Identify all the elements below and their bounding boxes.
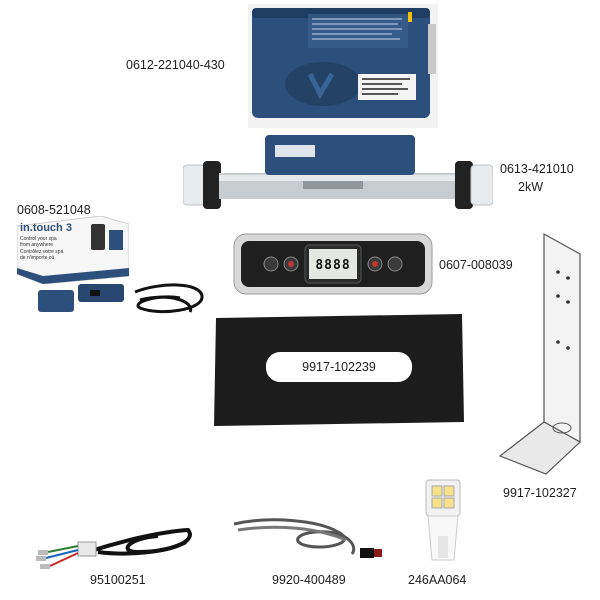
wifi-kit-box: in.touch 3 Control your spa from anywher… bbox=[17, 216, 129, 284]
wifi-kit-box-text-4: de n'importe où bbox=[20, 255, 55, 261]
keypad-image: 8888 bbox=[233, 233, 433, 295]
wifi-kit-part-number: 0608-521048 bbox=[17, 203, 91, 217]
bracket-image bbox=[496, 232, 588, 480]
wifi-kit-box-text-1: Control your spa bbox=[20, 236, 57, 242]
gasket-part-number: 9917-102239 bbox=[302, 360, 376, 374]
wifi-module-image bbox=[30, 272, 210, 322]
wifi-kit-box-text-3: Contrôlez votre spa bbox=[20, 249, 64, 255]
cable-b-image bbox=[228, 510, 388, 570]
wifi-kit-product-name: in.touch 3 bbox=[20, 222, 72, 234]
cable-a-image bbox=[18, 512, 198, 574]
wifi-kit-box-text-2: from anywhere bbox=[20, 242, 54, 248]
bracket-part-number: 9917-102327 bbox=[503, 486, 577, 500]
gasket-image: 9917-102239 bbox=[212, 312, 466, 428]
keypad-display: 8888 bbox=[315, 258, 351, 273]
led-bulb-part-number: 246AA064 bbox=[408, 573, 467, 587]
keypad-part-number: 0607-008039 bbox=[439, 258, 513, 272]
cable-b-part-number: 9920-400489 bbox=[272, 573, 346, 587]
cable-a-part-number: 95100251 bbox=[90, 573, 146, 587]
heater-image bbox=[183, 133, 493, 223]
heater-rating: 2kW bbox=[518, 180, 543, 194]
control-box-part-number: 0612-221040-430 bbox=[126, 58, 225, 72]
control-box-image bbox=[248, 4, 438, 128]
heater-part-number: 0613-421010 bbox=[500, 162, 574, 176]
led-bulb-image bbox=[420, 476, 466, 566]
